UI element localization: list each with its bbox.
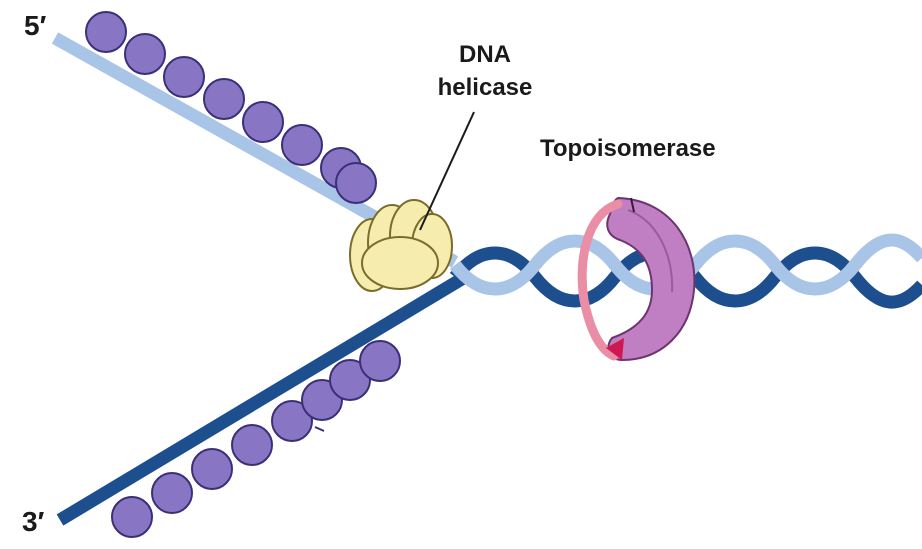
ssb-protein	[125, 34, 165, 74]
ssb-tick-mark	[315, 427, 324, 431]
five-prime-label: 5′	[24, 12, 46, 40]
lower-strand-line	[60, 277, 465, 520]
helicase-label: DNA helicase	[420, 38, 550, 104]
ssb-protein	[282, 125, 322, 165]
ssb-protein	[192, 449, 232, 489]
ssb-protein	[152, 473, 192, 513]
ssb-protein	[164, 57, 204, 97]
ssb-protein	[204, 79, 244, 119]
ssb-protein	[243, 102, 283, 142]
helicase-label-line2: helicase	[420, 71, 550, 104]
helicase-lobe	[362, 237, 438, 289]
helicase-leader-line	[420, 112, 474, 230]
helicase-label-line1: DNA	[420, 38, 550, 71]
ssb-protein	[360, 341, 400, 381]
lower-single-strand	[60, 277, 465, 520]
ssb-protein	[112, 497, 152, 537]
lower-ssb-proteins	[112, 341, 400, 537]
topoisomerase-label: Topoisomerase	[540, 137, 716, 161]
ssb-protein	[232, 425, 272, 465]
ssb-protein	[86, 12, 126, 52]
ssb-protein	[336, 163, 376, 203]
upper-ssb-proteins	[86, 12, 376, 203]
three-prime-label: 3′	[22, 508, 44, 536]
